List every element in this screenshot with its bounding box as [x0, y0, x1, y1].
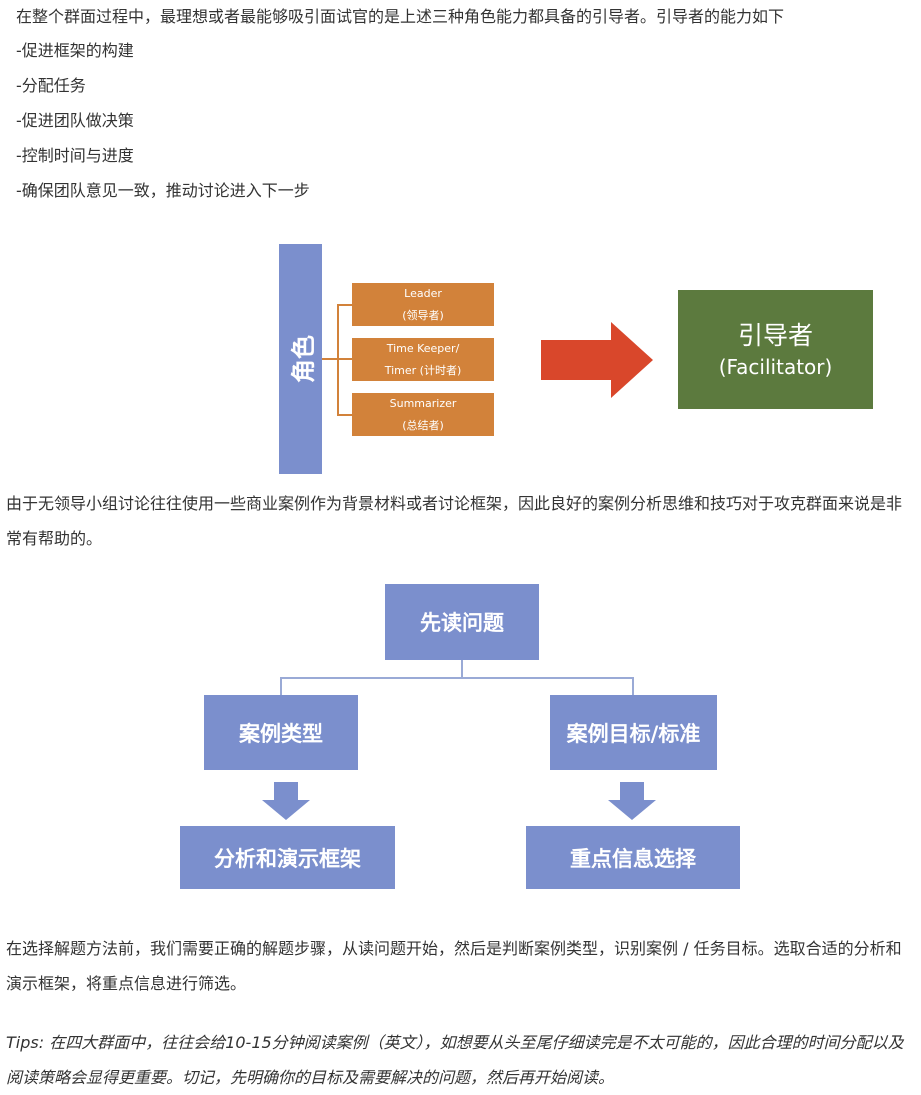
connector-line [322, 358, 338, 360]
ability-item: -确保团队意见一致，推动讨论进入下一步 [16, 181, 310, 200]
roles-bar: 角色 [279, 244, 322, 474]
down-arrow-icon [608, 782, 656, 820]
role-translation: (总结者) [402, 418, 444, 432]
flow-box-case-type: 案例类型 [204, 695, 358, 770]
flow-box-read-question: 先读问题 [385, 584, 539, 660]
case-analysis-paragraph: 由于无领导小组讨论往往使用一些商业案例作为背景材料或者讨论框架，因此良好的案例分… [6, 494, 903, 548]
role-box-timekeeper: Time Keeper/ Timer (计时者) [352, 338, 494, 381]
role-name: Time Keeper/ [386, 341, 460, 355]
ability-item: -促进团队做决策 [16, 111, 134, 130]
connector-line [337, 358, 352, 360]
connector-line [632, 677, 634, 695]
connector-line [337, 304, 352, 306]
roles-label: 角色 [289, 335, 317, 383]
role-box-summarizer: Summarizer (总结者) [352, 393, 494, 436]
intro-text: 在整个群面过程中，最理想或者最能够吸引面试官的是上述三种角色能力都具备的引导者。… [16, 7, 785, 26]
flow-box-framework: 分析和演示框架 [180, 826, 395, 889]
solution-steps-paragraph: 在选择解题方法前，我们需要正确的解题步骤，从读问题开始，然后是判断案例类型，识别… [6, 939, 902, 993]
role-name: Summarizer [389, 396, 457, 410]
flow-box-case-goal: 案例目标/标准 [550, 695, 717, 770]
ability-item: -分配任务 [16, 76, 86, 95]
tips-paragraph: Tips: 在四大群面中，往往会给10-15分钟阅读案例（英文），如想要从头至尾… [6, 1033, 904, 1087]
connector-line [280, 677, 634, 679]
connector-line [461, 660, 463, 678]
down-arrow-icon [262, 782, 310, 820]
role-translation: (领导者) [402, 308, 444, 322]
flow-box-key-info: 重点信息选择 [526, 826, 740, 889]
ability-item: -促进框架的构建 [16, 41, 134, 60]
right-arrow-icon [541, 322, 653, 398]
ability-item: -控制时间与进度 [16, 146, 134, 165]
connector-line [337, 304, 339, 416]
facilitator-subtitle: (Facilitator) [718, 354, 833, 379]
facilitator-box: 引导者 (Facilitator) [678, 290, 873, 409]
role-name: Leader [404, 286, 442, 300]
facilitator-title: 引导者 [737, 320, 813, 350]
connector-line [280, 677, 282, 695]
role-translation: Timer (计时者) [384, 363, 462, 377]
connector-line [337, 414, 352, 416]
role-box-leader: Leader (领导者) [352, 283, 494, 326]
